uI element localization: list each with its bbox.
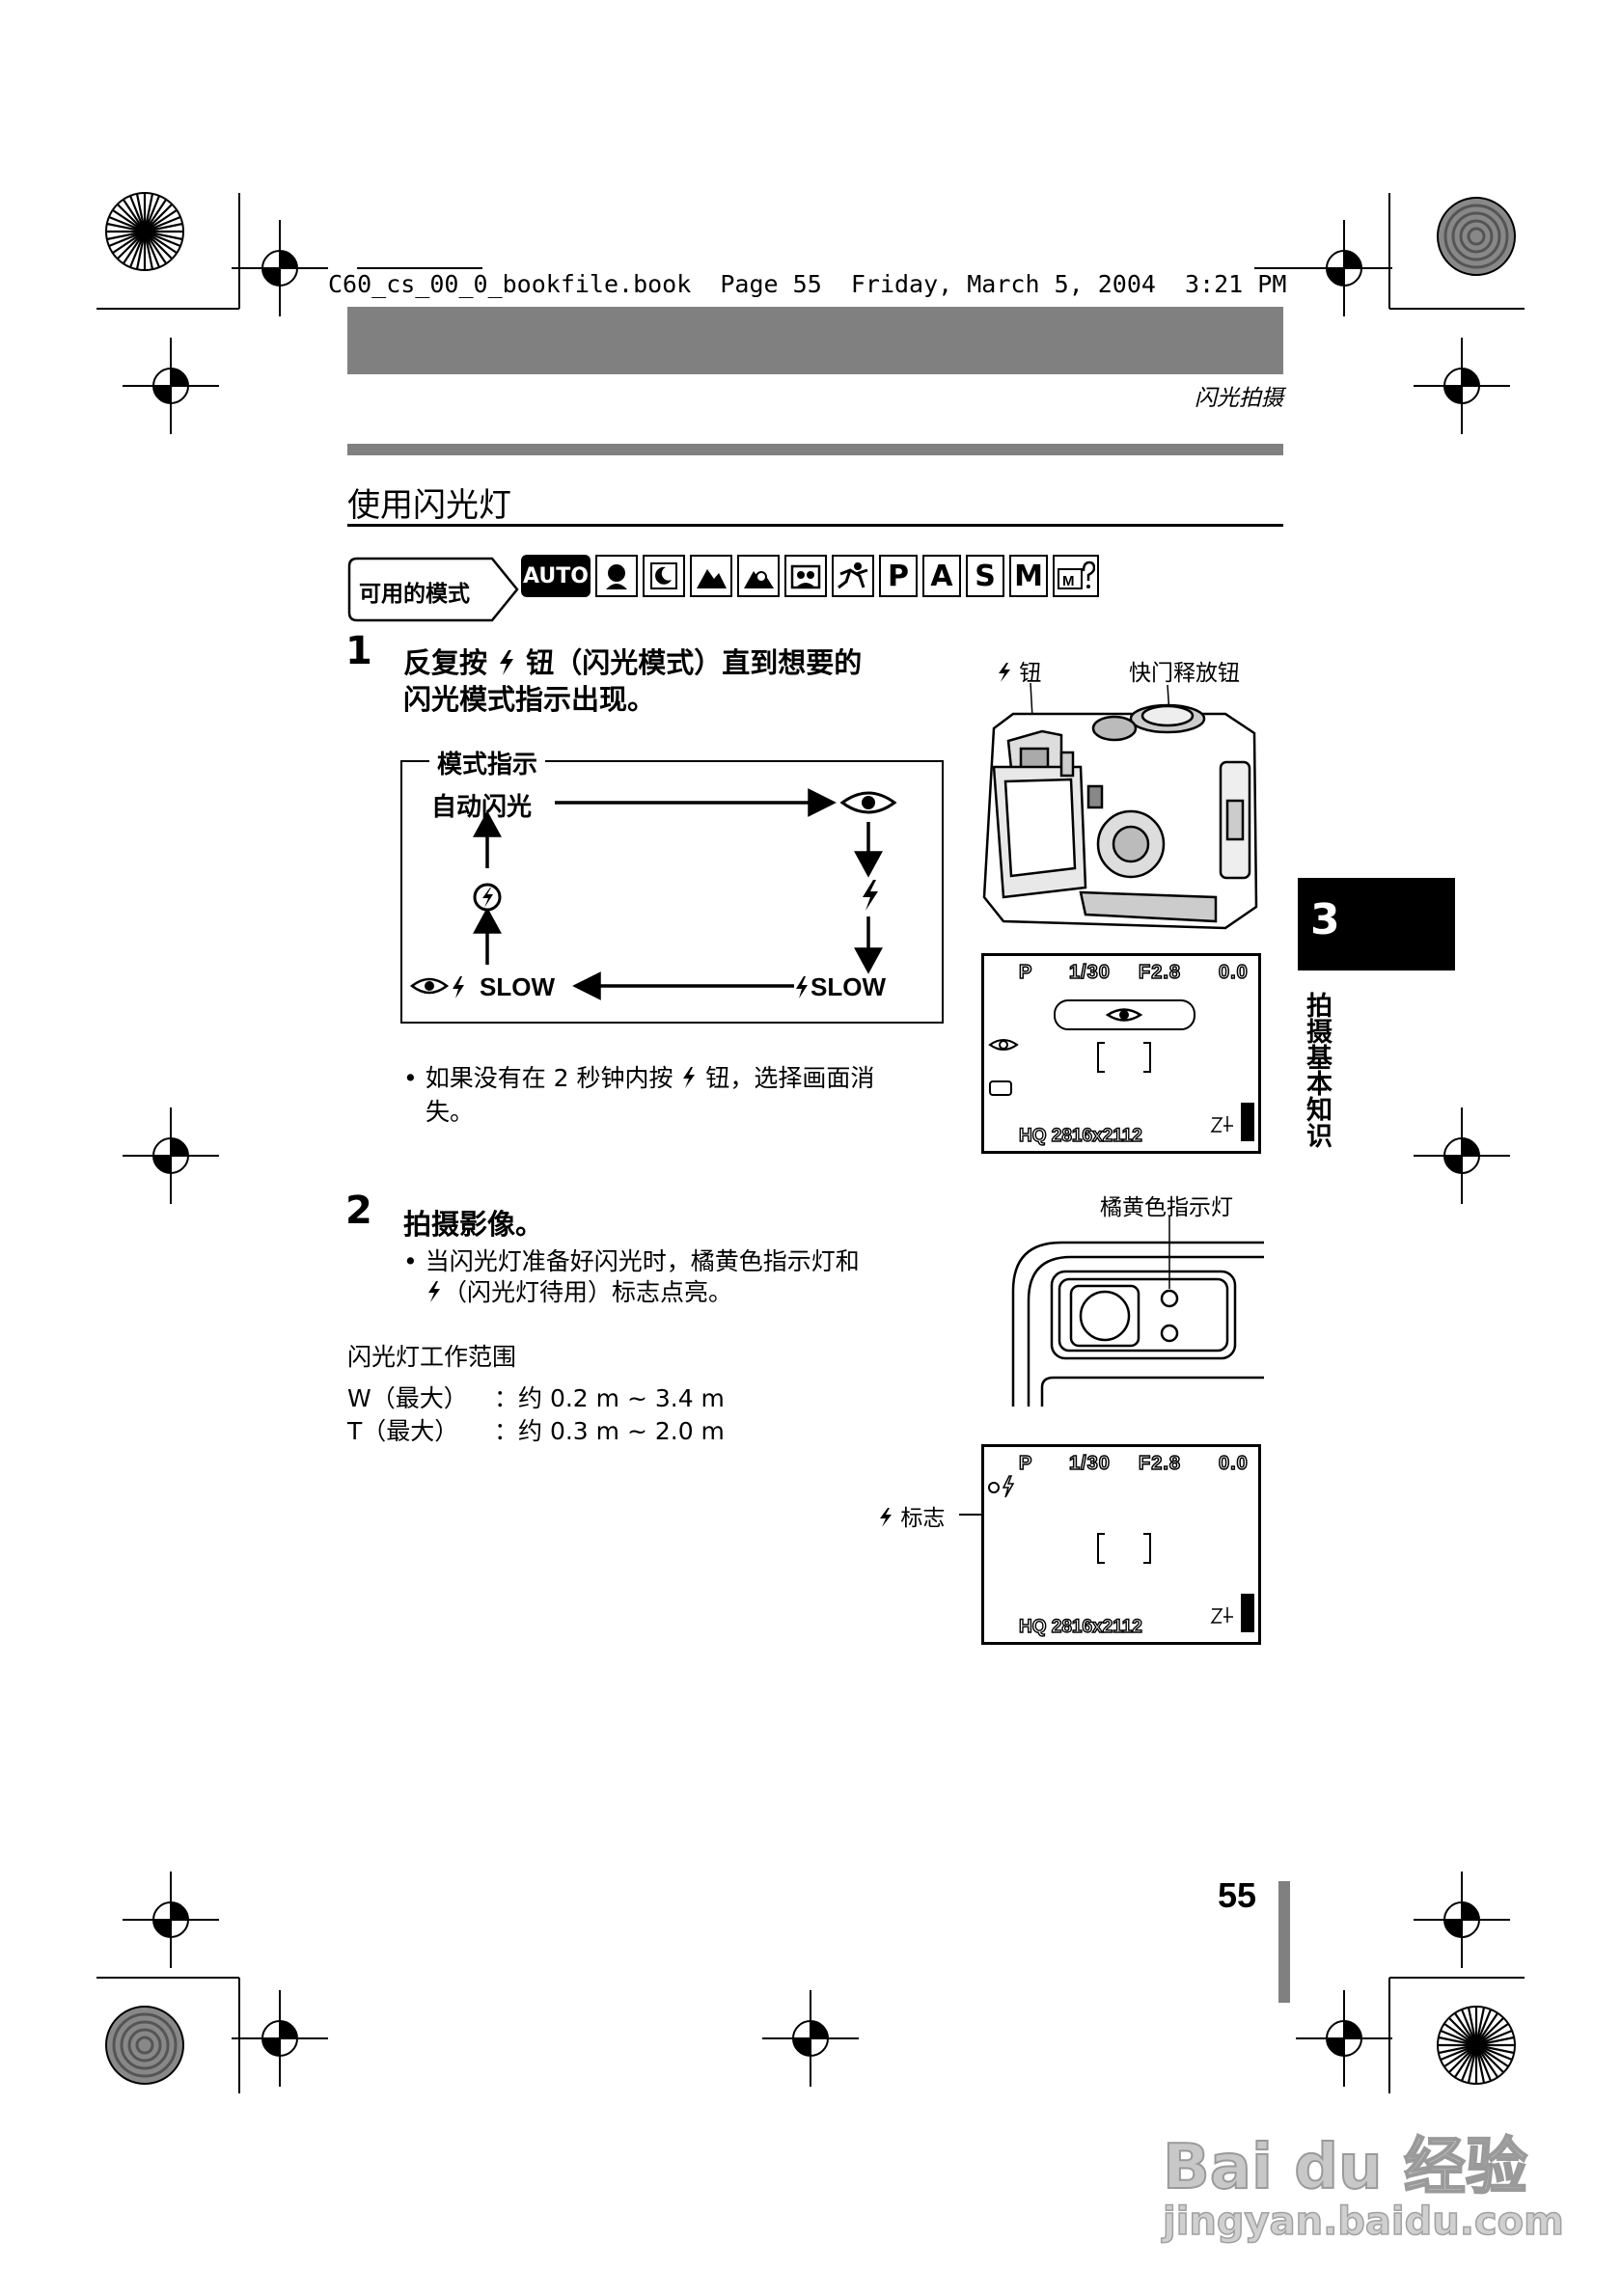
flash-icon xyxy=(683,1067,696,1088)
flash-range-row-w: W（最大） xyxy=(347,1384,468,1412)
landscape-icon xyxy=(690,555,732,597)
baidu-watermark-logo: Bai du 经验 xyxy=(1162,2131,1528,2204)
flash-range-value-w: ：约 0.2 m ~ 3.4 m xyxy=(494,1384,725,1412)
mode-p: P xyxy=(879,555,918,597)
red-eye-icon xyxy=(839,791,897,814)
step1-text-line2: 闪光模式指示出现。 xyxy=(403,683,656,716)
camera-illustration xyxy=(982,682,1258,930)
flash-button-label: 钮 xyxy=(997,654,1041,687)
step1-text-line1: 反复按 钮（闪光模式）直到想要的 xyxy=(403,646,863,679)
title-underline xyxy=(347,524,1283,527)
mode-diagram-title: 模式指示 xyxy=(429,745,546,780)
svg-text:M: M xyxy=(1062,573,1075,589)
flash-icon xyxy=(880,1508,892,1527)
mode-diagram-box xyxy=(400,760,944,1024)
section-title: 使用闪光灯 xyxy=(347,486,511,525)
step2-text: 拍摄影像。 xyxy=(403,1208,544,1241)
flash-range-value-t: ：约 0.3 m ~ 2.0 m xyxy=(494,1417,725,1445)
portrait-icon xyxy=(595,555,638,597)
step2-note-line1: • 当闪光灯准备好闪光时，橘黄色指示灯和 xyxy=(403,1247,860,1275)
landscape-portrait-icon xyxy=(737,555,780,597)
night-scene-icon xyxy=(643,555,685,597)
orange-lamp-label: 橘黄色指示灯 xyxy=(1100,1195,1233,1220)
slow-label-left: SLOW xyxy=(480,972,555,1001)
step1-note-line1: • 如果没有在 2 秒钟内按 钮，选择画面消 xyxy=(403,1064,875,1092)
mode-diagram-arrows xyxy=(409,788,897,1000)
flash-mark-leader xyxy=(959,1514,1000,1516)
section-divider xyxy=(347,444,1283,455)
viewfinder-illustration xyxy=(1011,1216,1264,1407)
page-number-bar xyxy=(1278,1881,1290,2003)
book-info: C60_cs_00_0_bookfile.book Page 55 Friday… xyxy=(328,270,1287,298)
mode-a: A xyxy=(922,555,961,597)
my-mode-icon: M xyxy=(1053,555,1099,597)
step2-note-line2: （闪光灯待用）标志点亮。 xyxy=(426,1273,732,1308)
sports-icon xyxy=(832,555,874,597)
mode-m: M xyxy=(1009,555,1048,597)
flash-icon xyxy=(999,663,1010,682)
auto-flash-label: 自动闪光 xyxy=(431,793,533,822)
lcd-screen-1: P 1/30 F2.8 0.0 HQ 2816x2112 xyxy=(981,953,1261,1154)
mode-auto: AUTO xyxy=(521,555,591,597)
baidu-watermark-url: jingyan.baidu.com xyxy=(1162,2199,1564,2245)
lcd-screen-2: P 1/30 F2.8 0.0 HQ 2816x2112 xyxy=(981,1444,1261,1645)
self-portrait-icon xyxy=(784,555,827,597)
chapter-number: 3 xyxy=(1310,895,1340,944)
header-bar xyxy=(347,307,1283,374)
section-label: 闪光拍摄 xyxy=(1195,386,1283,411)
step1-note-line2: 失。 xyxy=(426,1098,475,1126)
modes-label-box xyxy=(347,557,519,622)
flash-icon xyxy=(500,650,514,675)
modes-label: 可用的模式 xyxy=(359,582,470,607)
mode-s: S xyxy=(966,555,1004,597)
chapter-title: 拍摄基本知识 xyxy=(1302,992,1332,1148)
flash-icon xyxy=(428,1281,440,1302)
flash-mark-label: 标志 xyxy=(878,1499,945,1532)
step1-number: 1 xyxy=(345,629,372,673)
step2-number: 2 xyxy=(345,1189,372,1233)
flash-range-row-t: T（最大） xyxy=(347,1417,459,1445)
flash-range-title: 闪光灯工作范围 xyxy=(347,1343,517,1371)
slow-label-right: SLOW xyxy=(810,972,886,1001)
shutter-button-label: 快门释放钮 xyxy=(1129,661,1240,686)
chapter-tab xyxy=(1298,878,1455,970)
page-number: 55 xyxy=(1218,1875,1257,1915)
